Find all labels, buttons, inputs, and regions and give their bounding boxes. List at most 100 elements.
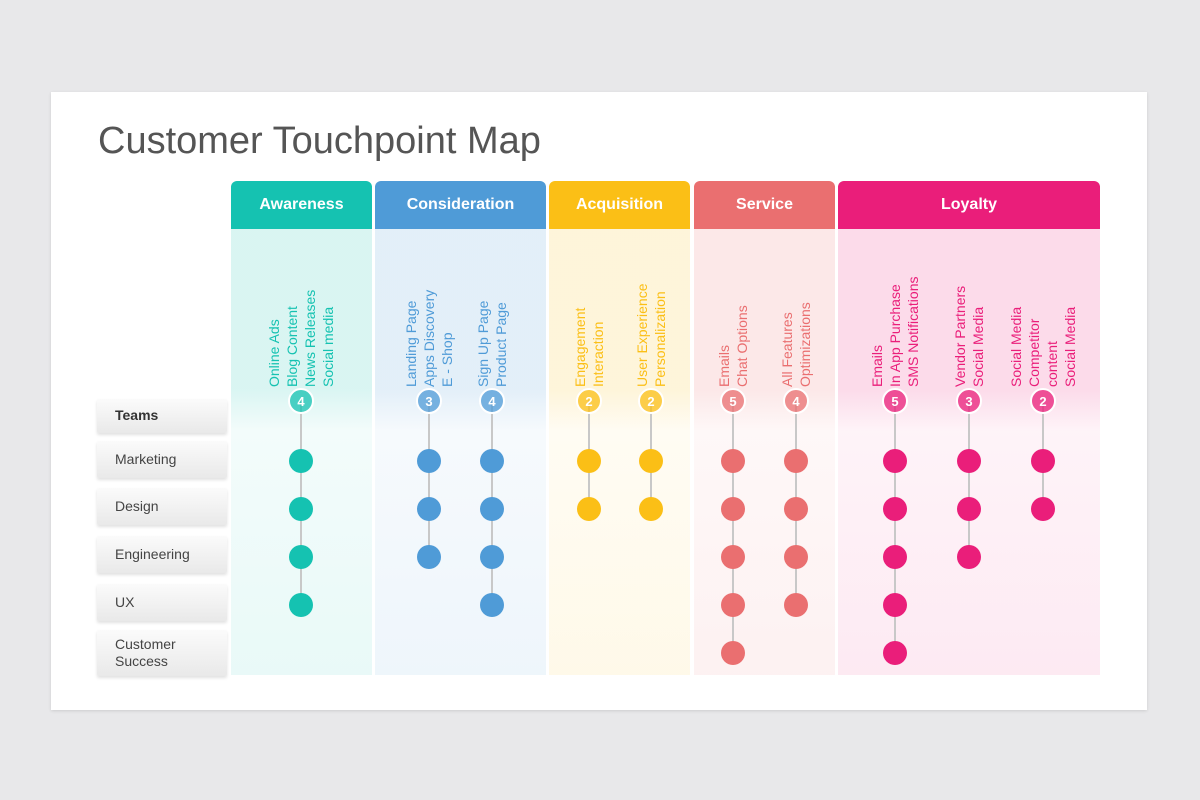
touchpoint-label: All Features: [779, 312, 795, 387]
touchpoint-label: Vendor Partners: [952, 285, 968, 387]
team-dot: [721, 449, 745, 473]
touchpoint-label: Personalization: [652, 291, 668, 387]
page-title: Customer Touchpoint Map: [98, 120, 541, 162]
team-label-design: Design: [97, 488, 227, 525]
team-dot: [577, 497, 601, 521]
team-dot: [883, 497, 907, 521]
touchpoint-count-badge: 4: [783, 388, 809, 414]
stage-body: [375, 221, 546, 675]
stage-header-acquisition: Acquisition: [549, 181, 690, 229]
team-label-marketing: Marketing: [97, 441, 227, 478]
touchpoint-label: Social Media: [970, 306, 986, 387]
touchpoint-count-badge: 4: [288, 388, 314, 414]
team-dot: [289, 593, 313, 617]
connector-line: [894, 400, 896, 653]
touchpoint-label: Apps Discovery: [421, 289, 437, 387]
team-dot: [721, 641, 745, 665]
team-dot: [883, 593, 907, 617]
touchpoint-label: Engagement: [572, 307, 588, 387]
team-dot: [480, 545, 504, 569]
team-label-engineering: Engineering: [97, 536, 227, 573]
team-dot: [957, 449, 981, 473]
team-dot: [289, 497, 313, 521]
team-dot: [289, 449, 313, 473]
stage-consideration: Consideration: [375, 181, 546, 675]
stage-header-service: Service: [694, 181, 835, 229]
team-dot: [957, 545, 981, 569]
touchpoint-label: Competitor: [1026, 318, 1042, 387]
connector-line: [428, 400, 430, 557]
stage-body: [549, 221, 690, 675]
touchpoint-label: User Experience: [634, 283, 650, 388]
team-dot: [1031, 449, 1055, 473]
team-dot: [639, 449, 663, 473]
stage-service: Service: [694, 181, 835, 675]
team-dot: [957, 497, 981, 521]
touchpoint-label: Landing Page: [403, 300, 419, 387]
touchpoint-label: Chat Options: [734, 305, 750, 387]
team-label-customer-success: Customer Success: [97, 630, 227, 676]
touchpoint-label: Emails: [716, 344, 732, 387]
team-dot: [1031, 497, 1055, 521]
team-dot: [883, 545, 907, 569]
touchpoint-count-badge: 5: [882, 388, 908, 414]
touchpoint-label: Interaction: [590, 321, 606, 387]
team-dot: [721, 497, 745, 521]
team-dot: [639, 497, 663, 521]
team-label-ux: UX: [97, 584, 227, 621]
team-dot: [289, 545, 313, 569]
team-dot: [480, 449, 504, 473]
team-dot: [784, 593, 808, 617]
stage-header-loyalty: Loyalty: [838, 181, 1100, 229]
touchpoint-label: Social Media: [1008, 306, 1024, 387]
team-dot: [480, 593, 504, 617]
team-dot: [417, 497, 441, 521]
touchpoint-label: SMS Notifications: [905, 276, 921, 387]
touchpoint-label: Social media: [320, 306, 336, 387]
team-dot: [784, 497, 808, 521]
team-dot: [721, 593, 745, 617]
touchpoint-count-badge: 2: [576, 388, 602, 414]
stage-header-awareness: Awareness: [231, 181, 372, 229]
teams-header: Teams: [97, 399, 227, 433]
team-dot: [577, 449, 601, 473]
team-dot: [721, 545, 745, 569]
touchpoint-label: Emails: [869, 344, 885, 387]
touchpoint-count-badge: 2: [1030, 388, 1056, 414]
connector-line: [968, 400, 970, 557]
touchpoint-label: Online Ads: [266, 319, 282, 387]
team-dot: [784, 545, 808, 569]
stage-header-consideration: Consideration: [375, 181, 546, 229]
touchpoint-label: Blog Content: [284, 306, 300, 387]
touchpoint-label: Sign Up Page: [475, 300, 491, 387]
touchpoint-label: Product Page: [493, 302, 509, 387]
touchpoint-label: Optimizations: [797, 302, 813, 387]
team-dot: [480, 497, 504, 521]
stage-acquisition: Acquisition: [549, 181, 690, 675]
touchpoint-count-badge: 3: [956, 388, 982, 414]
touchpoint-count-badge: 5: [720, 388, 746, 414]
team-dot: [883, 641, 907, 665]
touchpoint-count-badge: 3: [416, 388, 442, 414]
team-dot: [883, 449, 907, 473]
